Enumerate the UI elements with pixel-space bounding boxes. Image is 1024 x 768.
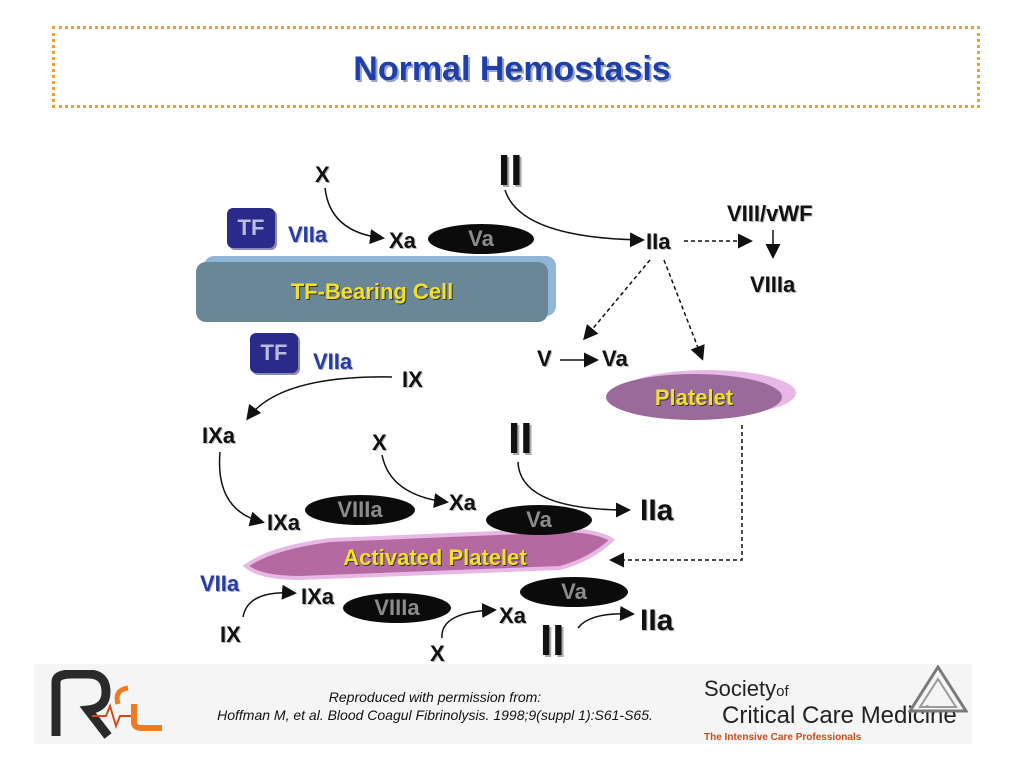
arrow-x-to-xa-bottom	[441, 602, 497, 639]
va-oval-3: Va	[486, 505, 592, 535]
factor-ixa-2: IXa	[267, 510, 301, 535]
factor-viia-1: VIIa	[288, 222, 328, 247]
title-frame	[52, 26, 980, 108]
arrow-platelet-to-activated	[609, 425, 743, 568]
factor-iia-1: IIa	[646, 229, 671, 254]
factor-x-2: X	[372, 430, 387, 455]
factor-ix-2: IX	[220, 622, 241, 647]
factor-x-3: X	[430, 641, 445, 666]
va-oval-4: Va	[520, 577, 628, 607]
activated-platelet-label: Activated Platelet	[343, 545, 527, 570]
arrow-iia-to-platelet	[663, 259, 705, 361]
arrow-x-to-xa	[324, 187, 385, 245]
activated-platelet-shape	[242, 527, 616, 581]
arrow-ix-to-ixa	[246, 376, 393, 421]
arrow-x-to-xa-activated	[381, 454, 449, 508]
society-of: of	[776, 683, 789, 700]
factor-xa-3: Xa	[499, 603, 526, 628]
va-oval-1: Va	[428, 224, 534, 254]
viiia-oval-3: VIIIa	[343, 593, 451, 623]
arrow-ii-to-iia-bottom	[577, 605, 635, 629]
arrow-iia-to-v	[583, 259, 651, 341]
platelet-shape	[606, 374, 782, 420]
factor-ixa-3: IXa	[301, 584, 335, 609]
factor-ii-3: II	[540, 616, 565, 665]
platelet-label: Platelet	[654, 385, 734, 410]
factor-ii-top: II	[498, 146, 523, 195]
factor-va-2: Va	[602, 346, 628, 371]
factor-iia-2: IIa	[640, 494, 674, 527]
factor-ix-1: IX	[402, 367, 423, 392]
tf-bearing-cell-label: TF-Bearing Cell	[290, 279, 454, 304]
credit-line-1: Reproduced with permission from:	[328, 689, 542, 705]
footer-bar	[34, 664, 972, 744]
society-name-line-1: Societyof	[704, 676, 789, 701]
factor-x-top: X	[315, 162, 330, 187]
sccm-triangle-logo-icon	[908, 665, 968, 713]
society-tagline: The Intensive Care Professionals	[704, 732, 862, 743]
tf-box-1: TF	[227, 208, 275, 248]
factor-v: V	[537, 346, 552, 371]
credit-line-2: Hoffman M, et al. Blood Coagul Fibrinoly…	[217, 707, 653, 723]
factor-viia-2: VIIa	[313, 349, 353, 374]
factor-ii-2: II	[508, 414, 533, 463]
factor-ixa-1: IXa	[202, 423, 236, 448]
credit-text: Reproduced with permission from: Hoffman…	[210, 688, 660, 724]
arrow-ii-to-iia-activated	[517, 461, 631, 518]
tf-box-2: TF	[250, 333, 298, 373]
factor-viii-vwf: VIII/vWF	[727, 201, 813, 226]
arrow-ii-to-iia	[504, 189, 645, 248]
slide-title: Normal Hemostasis	[353, 50, 671, 88]
viiia-oval-2: VIIIa	[305, 495, 415, 525]
factor-xa-2: Xa	[449, 490, 476, 515]
arrow-ix-to-ixa-bottom	[242, 584, 297, 618]
factor-viiia-1: VIIIa	[750, 272, 796, 297]
factor-viia-3: VIIa	[200, 571, 240, 596]
ricu-logo-icon	[51, 670, 162, 739]
society-name-line-2: Critical Care Medicine	[722, 702, 957, 729]
factor-iia-3: IIa	[640, 604, 674, 637]
arrow-ixa-to-ixa-activated	[218, 451, 265, 527]
factor-xa-1: Xa	[389, 228, 416, 253]
tf-bearing-cell	[196, 262, 548, 322]
